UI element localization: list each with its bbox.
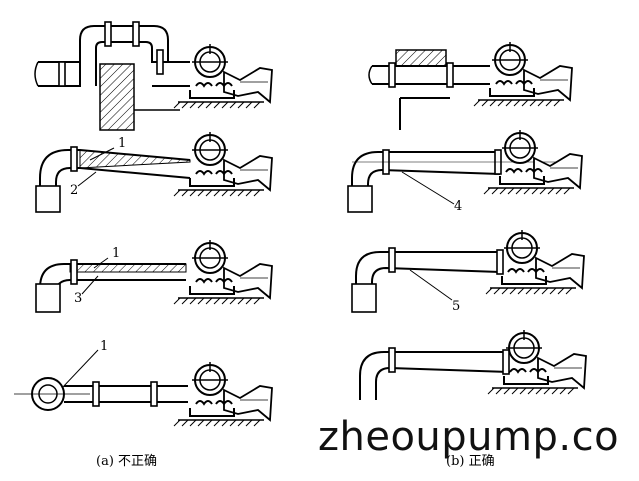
leader-lines [61,147,115,389]
right-row1-straight [368,41,573,130]
label-1-row3: 1 [112,246,121,261]
label-5: 5 [452,299,461,314]
label-1-row2: 1 [118,136,127,151]
watermark: zheoupump.co [318,414,620,460]
label-4: 4 [454,199,463,214]
caption-incorrect: (a) 不正确 [96,454,158,469]
label-3: 3 [74,291,83,306]
left-row1-elevated-loop [34,21,273,131]
left-row3-bad-reducer [35,239,273,313]
left-row2-bad-reducer [35,131,273,213]
label-1-row4: 1 [100,339,109,354]
right-row4-proper [359,329,587,400]
right-row2-proper [347,129,583,213]
left-row4-horizontal-elbow [14,361,273,427]
caption-correct: (b) 正确 [446,454,495,469]
label-2: 2 [70,183,79,198]
right-row3-proper [351,229,585,313]
